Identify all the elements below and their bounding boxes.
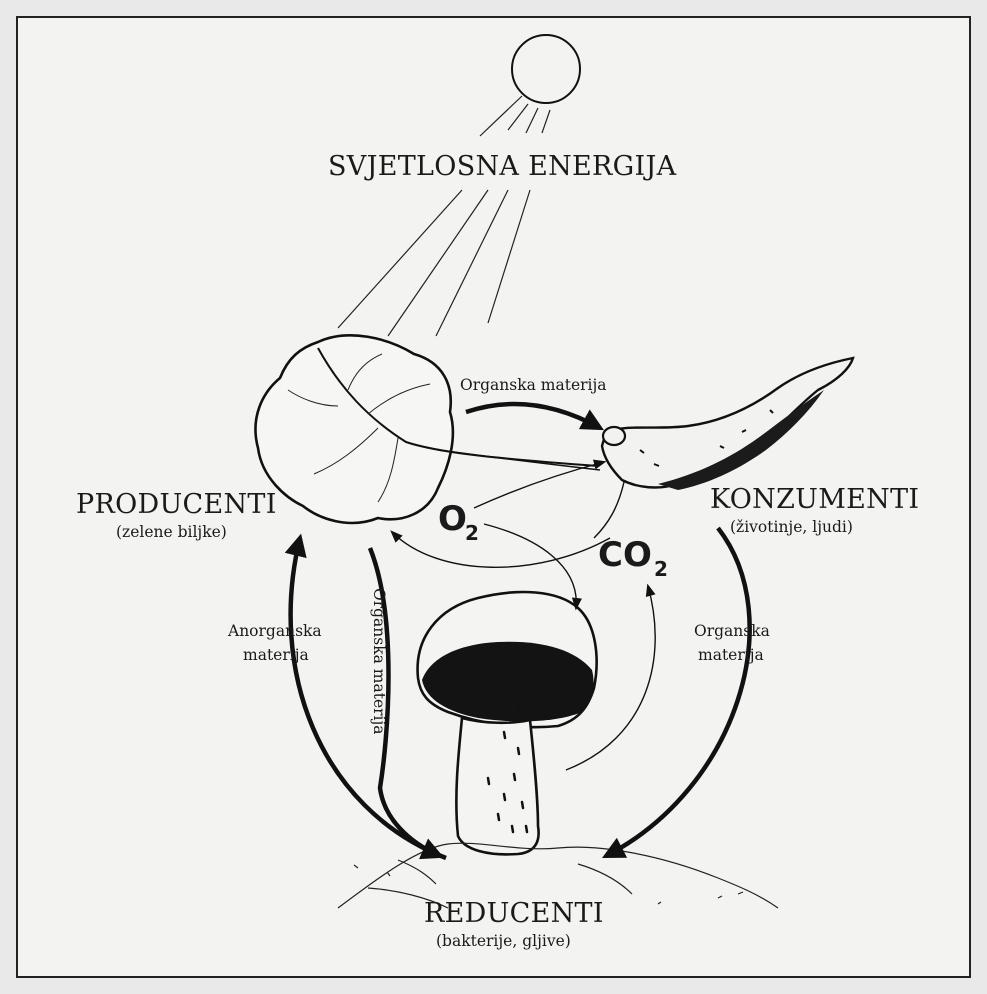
arrow-producers-to-consumers bbox=[466, 404, 600, 428]
inorganic-matter-label-2: materija bbox=[243, 646, 309, 664]
sun-icon bbox=[512, 35, 580, 103]
decomposers-label: REDUCENTI bbox=[424, 898, 604, 929]
co2-label: CO 2 bbox=[598, 535, 668, 581]
organic-matter-top-label: Organska materija bbox=[460, 376, 607, 394]
arrow-consumers-to-decomposers bbox=[606, 528, 750, 856]
sun-rays bbox=[338, 96, 550, 336]
light-energy-label: SVJETLOSNA ENERGIJA bbox=[328, 151, 677, 182]
svg-text:O: O bbox=[438, 499, 467, 539]
consumers-label: KONZUMENTI bbox=[710, 484, 919, 515]
mushroom-icon bbox=[418, 592, 597, 854]
organic-matter-vertical-label: Organska materija bbox=[370, 588, 388, 735]
inorganic-matter-label: Anorganska bbox=[227, 622, 322, 640]
leaf-icon bbox=[255, 335, 600, 523]
organic-matter-right-label: Organska bbox=[694, 622, 770, 640]
ecosystem-cycle-diagram: SVJETLOSNA ENERGIJA PRODUCENTI (zelene b… bbox=[18, 18, 971, 978]
svg-text:CO: CO bbox=[598, 535, 652, 575]
producers-label: PRODUCENTI bbox=[76, 489, 277, 520]
decomposers-sublabel: (bakterije, gljive) bbox=[436, 932, 571, 950]
arrow-decomposers-to-producers bbox=[291, 538, 446, 858]
o2-label: O 2 bbox=[438, 499, 479, 545]
caterpillar-icon bbox=[602, 358, 853, 490]
arrow-co2-to-leaf bbox=[392, 532, 610, 567]
diagram-frame: SVJETLOSNA ENERGIJA PRODUCENTI (zelene b… bbox=[16, 16, 971, 978]
organic-matter-right-label-2: materija bbox=[698, 646, 764, 664]
svg-text:2: 2 bbox=[654, 557, 668, 581]
consumers-sublabel: (životinje, ljudi) bbox=[730, 518, 853, 536]
producers-sublabel: (zelene biljke) bbox=[116, 523, 227, 541]
arrow-consumer-to-co2 bbox=[594, 482, 624, 538]
svg-text:2: 2 bbox=[465, 521, 479, 545]
